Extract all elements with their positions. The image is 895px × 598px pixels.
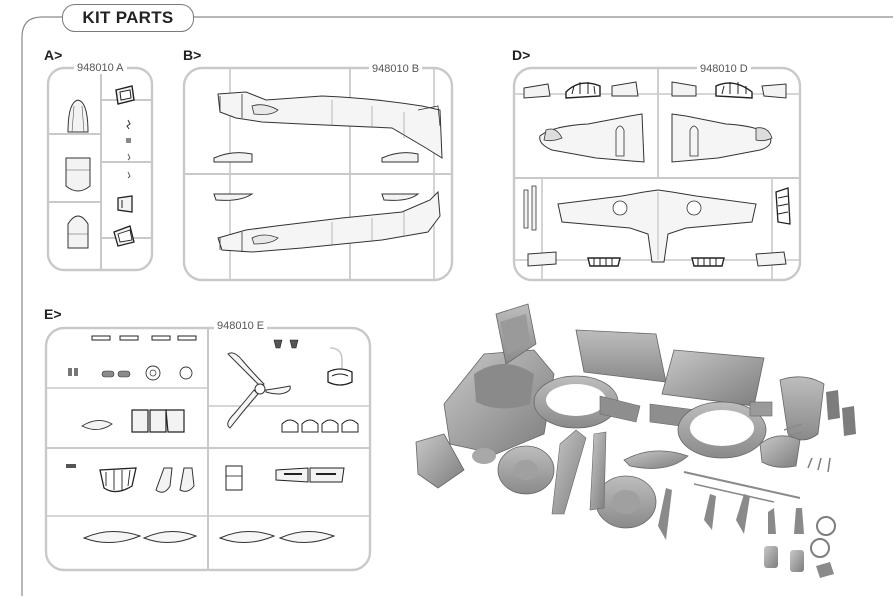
sprue-e-diagram bbox=[44, 326, 372, 572]
sprue-d-diagram bbox=[512, 66, 802, 282]
drop-tank-part bbox=[623, 450, 689, 469]
sprue-a-code: 948010 A bbox=[74, 62, 127, 74]
gear-strut-part bbox=[551, 429, 587, 515]
sprue-b-label: B> bbox=[183, 47, 202, 63]
wheel-part bbox=[595, 475, 657, 529]
wheel-part bbox=[497, 445, 555, 495]
side-panel-part bbox=[575, 329, 667, 383]
cowl-ring-part bbox=[649, 401, 767, 459]
sprue-e-code: 948010 E bbox=[214, 320, 268, 332]
sprue-d-code: 948010 D bbox=[697, 63, 751, 75]
resin-parts-render bbox=[415, 303, 856, 578]
section-title: KIT PARTS bbox=[62, 4, 194, 32]
sprue-d-label: D> bbox=[512, 47, 531, 63]
cockpit-tub-part bbox=[443, 303, 555, 455]
gear-strut-part bbox=[589, 431, 607, 511]
side-panel-part bbox=[661, 349, 765, 407]
sprue-b-code: 948010 B bbox=[369, 63, 423, 75]
sprue-a-label: A> bbox=[44, 47, 63, 63]
radiator-part bbox=[759, 435, 801, 468]
propeller-part bbox=[227, 352, 291, 429]
armor-plate-part bbox=[779, 376, 825, 441]
sprue-a-diagram bbox=[46, 66, 154, 272]
cowl-ring-part bbox=[533, 375, 641, 429]
sprue-e-label: E> bbox=[44, 306, 62, 322]
sprue-b-diagram bbox=[182, 66, 454, 282]
